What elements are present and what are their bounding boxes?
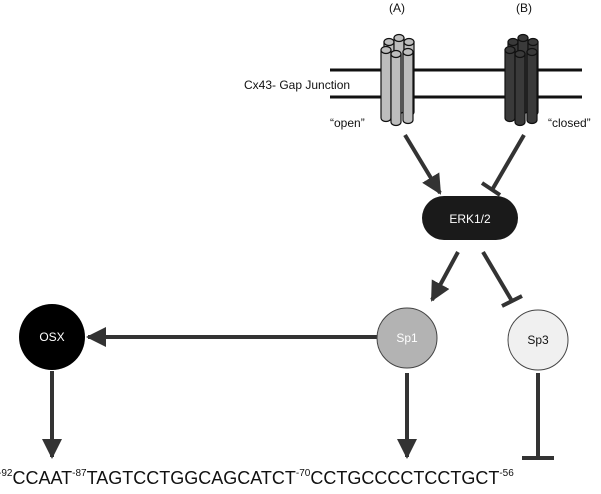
sequence-position: -70 [296, 468, 311, 479]
channel-closed-icon [504, 33, 539, 127]
inhibit-closed-to-erk [490, 133, 526, 192]
erk-label: ERK1/2 [449, 212, 491, 226]
inhibit-erk-to-sp3 [481, 250, 514, 303]
osx-label: OSX [39, 330, 64, 344]
sequence-segment: CCAAT [12, 468, 72, 488]
open-label: “open” [330, 116, 365, 130]
dna-sequence: -92CCAAT-87TAGTCCTGGCAGCATCT-70CCTGCCCCT… [0, 468, 514, 488]
channel-open-icon [380, 33, 415, 127]
sp3-label: Sp3 [527, 333, 549, 347]
osx-node [19, 304, 85, 370]
label-b: (B) [516, 1, 532, 15]
closed-label: “closed” [548, 116, 591, 130]
inhibit-erk-to-sp3-bar [501, 294, 523, 308]
arrow-erk-to-sp1 [430, 251, 460, 302]
gap-junction-label: Cx43- Gap Junction [244, 78, 350, 92]
sequence-position: -87 [72, 468, 87, 479]
arrow-open-to-erk [403, 133, 442, 195]
sequence-position: -92 [0, 468, 13, 479]
sequence-position: -56 [499, 468, 514, 479]
erk-node [422, 196, 518, 240]
sp1-label: Sp1 [396, 331, 418, 345]
inhibit-closed-to-erk-bar [480, 181, 502, 197]
sp3-node [507, 309, 569, 371]
sequence-segment: TAGTCCTGGCAGCATCT [87, 468, 296, 488]
label-a: (A) [389, 1, 405, 15]
sp1-node [376, 307, 438, 369]
sequence-segment: CCTGCCCCTCCTGCT [310, 468, 499, 488]
